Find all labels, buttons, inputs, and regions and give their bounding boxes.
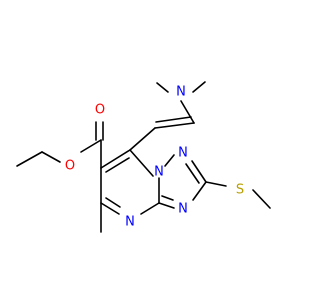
bond-ring-n8a-c7: [129, 149, 154, 177]
bond-vinyl-to-ring: [129, 127, 156, 151]
atom-s-methylthio: S: [236, 183, 244, 198]
atom-n-triazole-top: N: [178, 146, 188, 161]
atom-n-triazole-right: N: [178, 202, 188, 217]
bond-tri-n3-c3a-inner: [161, 195, 174, 201]
bond-ring-c5-n4-inner: [105, 197, 121, 208]
bond-tri-n1-c2-inner: [185, 163, 200, 184]
atom-n-dimethylamino: N: [176, 85, 186, 100]
bond-ethyl: [16, 151, 43, 167]
atom-n-pyrimidine: N: [125, 215, 135, 230]
bond-nme-methyl-right: [192, 81, 206, 93]
bond-tri-c2-n3: [192, 181, 207, 201]
bond-ring-c5-n4: [100, 202, 120, 215]
bond-ring-n4-c3a: [140, 202, 160, 215]
structure-diagram: N O O N N N N S: [16, 81, 271, 233]
bond-ring-c7-c6: [100, 149, 131, 169]
bond-carbonyl-to-o: [80, 139, 102, 153]
atom-n-bridge: N: [154, 165, 164, 180]
bond-vinyl-double-b: [155, 116, 192, 123]
atom-o-ester: O: [65, 159, 75, 174]
molecule-canvas: N O O N N N N S: [16, 81, 271, 233]
atom-o-carbonyl: O: [95, 103, 105, 118]
bond-vinyl-double-a: [154, 122, 195, 129]
bond-tri-n3-c3a: [158, 202, 175, 209]
bond-n-to-vinyl: [180, 100, 195, 124]
bond-s-methyl: [252, 189, 271, 209]
bond-nme-methyl-left: [156, 82, 169, 93]
bond-tri-n8a-n1: [164, 154, 175, 167]
bond-c2-s: [205, 181, 227, 187]
bond-ring-c7-c6-inner: [105, 157, 130, 173]
bond-tri-n1-c2: [191, 160, 207, 183]
bond-o-to-ethyl: [41, 151, 61, 163]
